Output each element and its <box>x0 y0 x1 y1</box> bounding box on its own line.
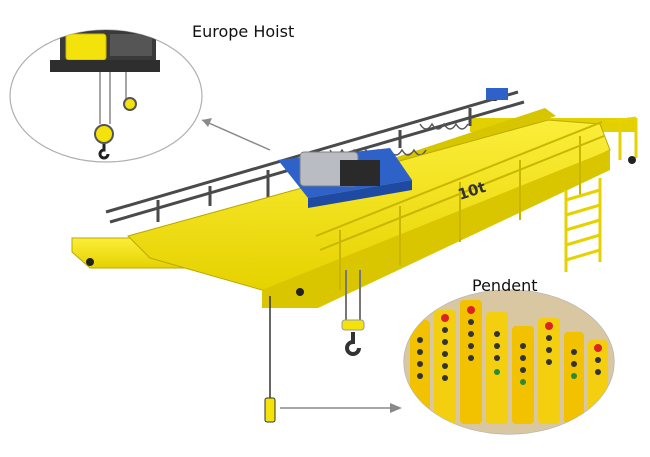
girder-railing <box>315 121 605 290</box>
pendent-leader-arrow <box>390 403 402 413</box>
pendent-cable <box>264 296 276 423</box>
main-hook <box>341 270 365 356</box>
hoist-leader-line <box>201 119 271 151</box>
pendent-callout <box>403 289 615 435</box>
europe-hoist-label: Europe Hoist <box>192 22 295 41</box>
front-girder-side <box>262 150 610 308</box>
europe-hoist-icon <box>50 30 160 160</box>
pendent-label: Pendent <box>472 276 538 295</box>
hoist-callout <box>9 29 203 163</box>
trolley <box>278 88 508 208</box>
double-girder-crane: 10t <box>71 88 638 423</box>
pendent-control-icon <box>404 290 614 434</box>
hoist-leader-arrow <box>202 118 212 127</box>
access-ladder <box>564 116 638 272</box>
trolley-drive-box <box>486 88 508 100</box>
